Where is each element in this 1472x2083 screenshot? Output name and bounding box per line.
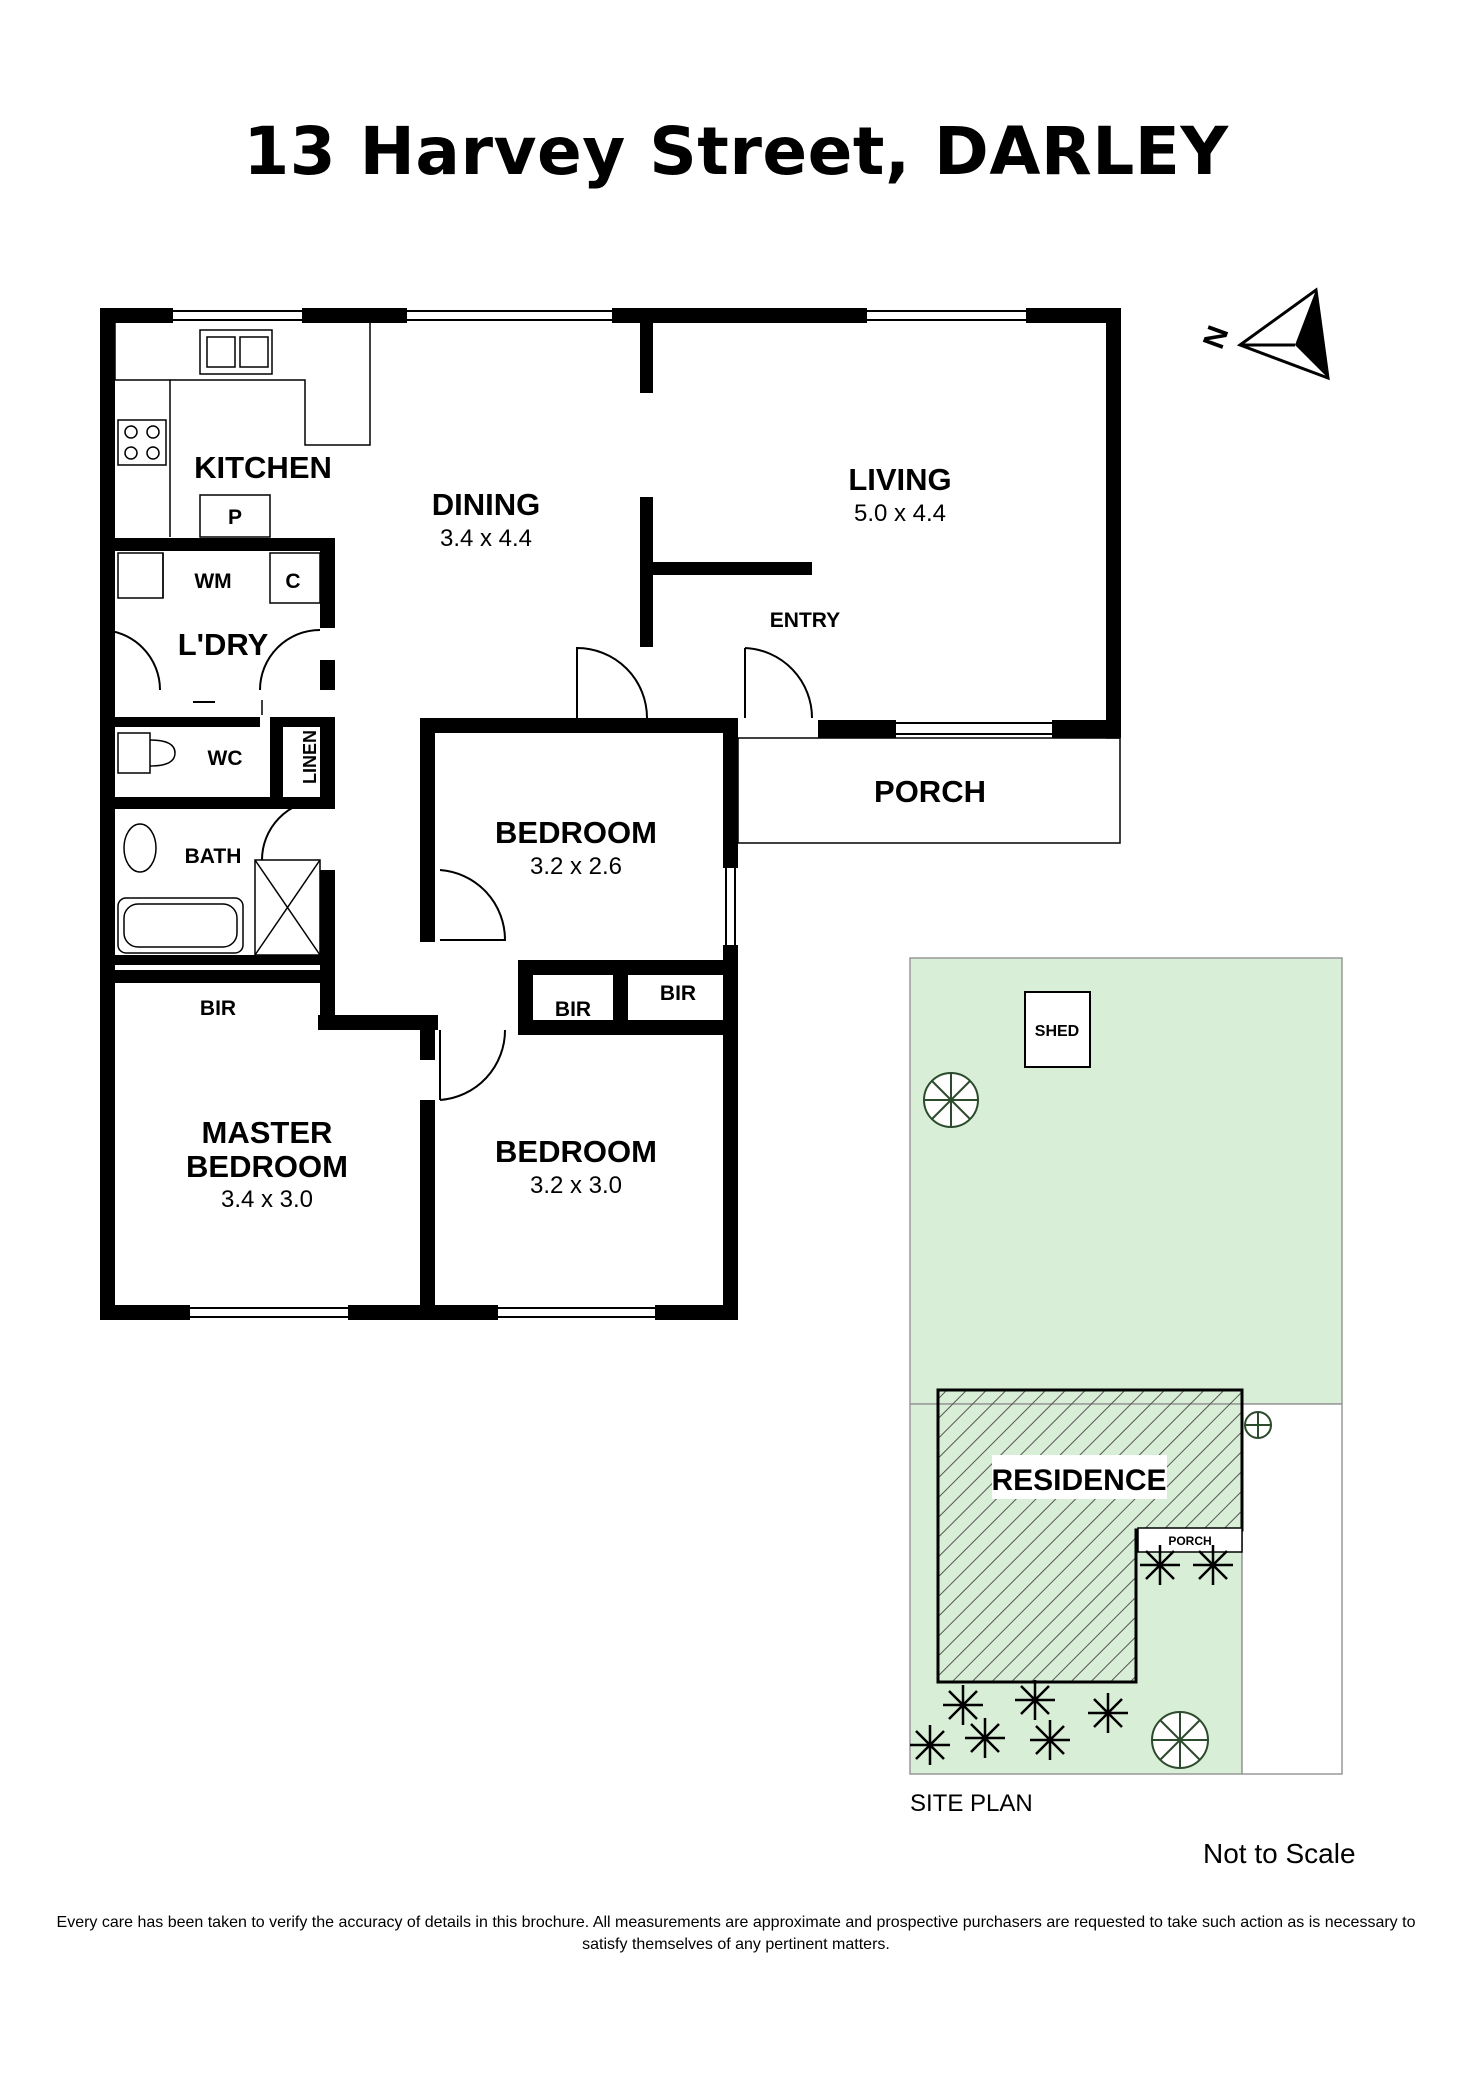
tree-icon [923,1072,979,1128]
room-label-wm: WM [194,570,231,593]
room-label-bedroom-3: BEDROOM [495,1134,657,1169]
room-label-bedroom-2: BEDROOM [495,815,657,850]
room-label-living: LIVING [848,462,951,497]
room-dims-living: 5.0 x 4.4 [854,500,946,527]
room-label-entry: ENTRY [770,609,840,632]
walls [100,308,1121,1320]
site-shed [1024,991,1091,1068]
site-shed-label: SHED [1035,1023,1079,1040]
site-porch [1137,1527,1243,1553]
room-label-dining: DINING [432,487,541,522]
tree-icon [1151,1711,1209,1769]
page-title: 13 Harvey Street, DARLEY [243,113,1229,190]
shrub-icons [910,1545,1233,1765]
site-residence-label: RESIDENCE [991,1464,1166,1497]
kitchen-fixtures [114,323,371,956]
room-label-pantry: P [228,506,242,529]
porch-outline [737,737,1121,844]
site-plan-caption: SITE PLAN [910,1790,1033,1817]
site-driveway [1241,1403,1343,1775]
north-arrow-icon: N [1197,287,1330,381]
doors [99,629,814,1101]
room-label-bir-bed3: BIR [555,998,591,1021]
room-label-bath: BATH [185,845,242,868]
room-label-master-line1: MASTER [202,1115,333,1150]
tree-icon [1244,1411,1272,1439]
room-label-kitchen: KITCHEN [194,450,332,485]
room-label-bir-master: BIR [200,997,236,1020]
compass-label: N [1197,321,1235,353]
room-label-porch: PORCH [874,774,986,809]
room-label-master-line2: BEDROOM [186,1149,348,1184]
room-label-linen: LINEN [300,730,320,784]
room-label-bir-bed2: BIR [660,982,696,1005]
room-label-laundry: L'DRY [178,627,269,662]
room-dims-dining: 3.4 x 4.4 [440,525,532,552]
room-dims-bedroom-2: 3.2 x 2.6 [530,853,622,880]
site-residence-label-bg [992,1455,1167,1499]
disclaimer: Every care has been taken to verify the … [56,1914,1416,1953]
room-dims-master: 3.4 x 3.0 [221,1186,313,1213]
windows [102,310,1052,1318]
room-dims-bedroom-3: 3.2 x 3.0 [530,1172,622,1199]
site-lawn-rear [909,957,1343,1405]
room-label-cupboard: C [285,570,300,593]
room-label-wc: WC [208,747,243,770]
scale-note: Not to Scale [1203,1838,1356,1869]
site-porch-label: PORCH [1168,1534,1211,1548]
site-plan: SHED PORCH RESIDENCE [909,957,1343,1775]
